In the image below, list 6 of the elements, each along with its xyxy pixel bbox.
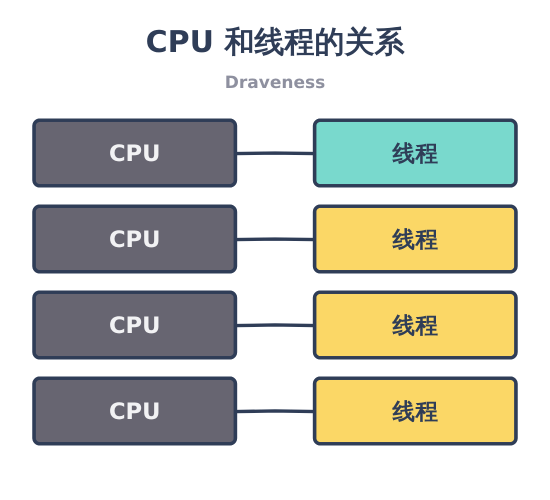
connector (236, 237, 316, 242)
connector (236, 409, 316, 414)
connector (236, 323, 316, 328)
diagram-title: CPU 和线程的关系 (146, 24, 404, 62)
connector (236, 151, 316, 156)
subtitle: Draveness (224, 73, 326, 93)
